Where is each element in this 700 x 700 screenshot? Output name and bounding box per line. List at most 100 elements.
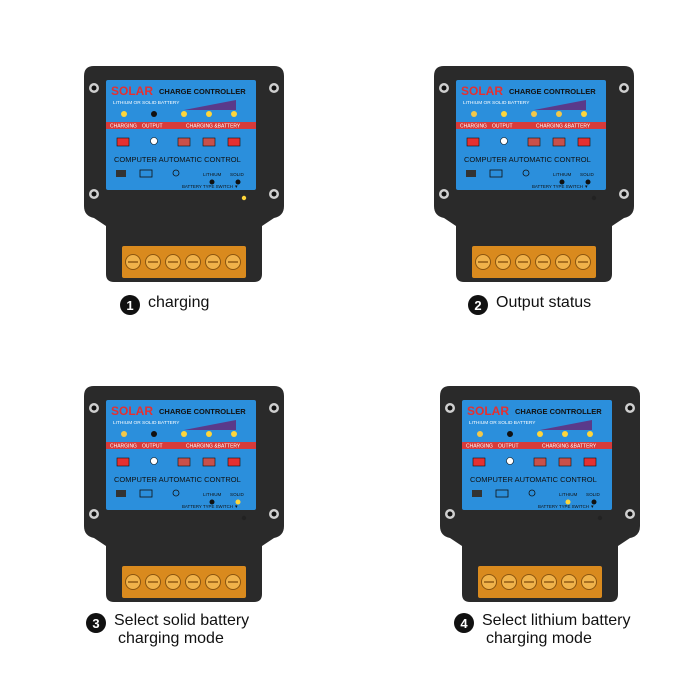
solid-mode-icon — [235, 499, 241, 505]
status-led — [231, 111, 237, 117]
bulb-icon — [528, 489, 536, 497]
label-output: OUTPUT — [492, 124, 513, 130]
status-led — [206, 431, 212, 437]
step-number-badge: 3 — [86, 613, 106, 633]
bulb-icon — [172, 489, 180, 497]
mounting-hole — [91, 191, 97, 197]
mounting-hole — [271, 405, 277, 411]
solar-panel-icon — [472, 490, 482, 497]
mounting-hole — [441, 191, 447, 197]
solid-label: SOLID — [586, 492, 600, 497]
solar-panel-icon — [466, 170, 476, 177]
mounting-hole — [441, 85, 447, 91]
battery-note-text: LITHIUM OR SOLID BATTERY — [469, 420, 536, 426]
battery-icon — [466, 137, 480, 147]
caption: 4 Select lithium battery charging mode — [454, 612, 631, 648]
battery-icon — [533, 457, 547, 467]
battery-icon — [202, 137, 216, 147]
switch-led — [591, 195, 597, 201]
solid-mode-icon — [585, 179, 591, 185]
label-charging-battery: CHARGING &BATTERY — [186, 124, 241, 130]
caption-line: charging — [148, 294, 210, 311]
solar-panel-icon — [116, 170, 126, 177]
status-led — [507, 431, 513, 437]
switch-label: BATTERY TYPE SWITCH ▼ — [182, 504, 238, 509]
mounting-hole — [621, 191, 627, 197]
switch-led — [241, 515, 247, 521]
status-led — [121, 431, 127, 437]
mounting-hole — [627, 511, 633, 517]
label-charging: CHARGING — [110, 444, 137, 450]
level-wedge — [534, 100, 586, 110]
bulb-icon — [150, 137, 158, 145]
switch-label: BATTERY TYPE SWITCH ▼ — [538, 504, 594, 509]
battery-icon — [177, 137, 191, 147]
battery-icon — [577, 137, 591, 147]
status-led — [206, 111, 212, 117]
status-led — [556, 111, 562, 117]
mounting-hole — [627, 405, 633, 411]
status-led — [531, 111, 537, 117]
step-number-badge: 2 — [468, 295, 488, 315]
caption-line: charging mode — [486, 630, 592, 647]
solid-label: SOLID — [230, 172, 244, 177]
caption-line: Output status — [496, 294, 592, 311]
bulb-icon — [500, 137, 508, 145]
caption-line: Select lithium battery — [482, 612, 631, 629]
bulb-icon — [506, 457, 514, 465]
switch-led — [241, 195, 247, 201]
auto-control-text: COMPUTER AUTOMATIC CONTROL — [470, 475, 597, 484]
solid-label: SOLID — [580, 172, 594, 177]
battery-icon — [177, 457, 191, 467]
battery-icon — [495, 489, 509, 498]
battery-icon — [583, 457, 597, 467]
battery-icon — [139, 169, 153, 178]
level-wedge — [184, 100, 236, 110]
label-output: OUTPUT — [142, 124, 163, 130]
battery-icon — [558, 457, 572, 467]
battery-icon — [552, 137, 566, 147]
lithium-label: LITHIUM — [559, 492, 578, 497]
switch-label: BATTERY TYPE SWITCH ▼ — [182, 184, 238, 189]
title-text: CHARGE CONTROLLER — [515, 407, 602, 416]
label-charging-battery: CHARGING &BATTERY — [536, 124, 591, 130]
battery-icon — [202, 457, 216, 467]
status-led — [537, 431, 543, 437]
caption-text: Output status — [496, 294, 591, 312]
mounting-hole — [621, 85, 627, 91]
label-output: OUTPUT — [498, 444, 519, 450]
label-charging-battery: CHARGING &BATTERY — [542, 444, 597, 450]
caption: 2 Output status — [468, 294, 591, 315]
status-led — [587, 431, 593, 437]
brand-text: SOLAR — [467, 404, 509, 418]
title-text: CHARGE CONTROLLER — [509, 87, 596, 96]
battery-note-text: LITHIUM OR SOLID BATTERY — [463, 100, 530, 106]
title-text: CHARGE CONTROLLER — [159, 87, 246, 96]
solid-mode-icon — [591, 499, 597, 505]
battery-icon — [489, 169, 503, 178]
status-led — [562, 431, 568, 437]
status-led — [231, 431, 237, 437]
solar-panel-icon — [116, 490, 126, 497]
mounting-hole — [91, 405, 97, 411]
label-charging: CHARGING — [460, 124, 487, 130]
battery-icon — [116, 137, 130, 147]
product-panel-4: SOLAR CHARGE CONTROLLER LITHIUM OR SOLID B… — [350, 350, 700, 700]
battery-note-text: LITHIUM OR SOLID BATTERY — [113, 420, 180, 426]
level-wedge — [540, 420, 592, 430]
lithium-label: LITHIUM — [203, 492, 222, 497]
auto-control-text: COMPUTER AUTOMATIC CONTROL — [114, 475, 241, 484]
lithium-label: LITHIUM — [203, 172, 222, 177]
level-wedge — [184, 420, 236, 430]
mounting-hole — [91, 85, 97, 91]
mounting-hole — [271, 191, 277, 197]
status-led — [181, 431, 187, 437]
label-charging: CHARGING — [466, 444, 493, 450]
status-led — [181, 111, 187, 117]
step-number-badge: 1 — [120, 295, 140, 315]
battery-icon — [527, 137, 541, 147]
